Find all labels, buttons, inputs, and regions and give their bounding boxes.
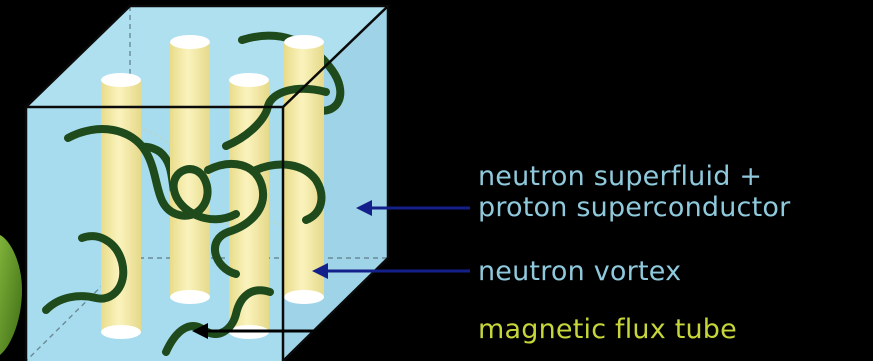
label-superfluid-line1: neutron superfluid + [478,161,763,192]
vortex-line-6 [252,160,326,224]
arrow-left-icon [356,200,470,216]
cube-edges [22,4,392,361]
label-superfluid-superconductor: neutron superfluid + proton superconduct… [478,161,790,223]
vortex-line-1 [64,125,240,224]
arrow-left-icon [192,323,470,339]
vortex-line-4 [42,232,128,314]
label-neutron-vortex: neutron vortex [478,256,682,287]
label-magnetic-flux-tube: magnetic flux tube [478,314,737,345]
leaf-decoration [0,235,22,355]
arrow-left-icon [312,263,470,279]
vortex-line-3 [204,159,268,278]
label-superfluid-line2: proton superconductor [478,192,791,223]
